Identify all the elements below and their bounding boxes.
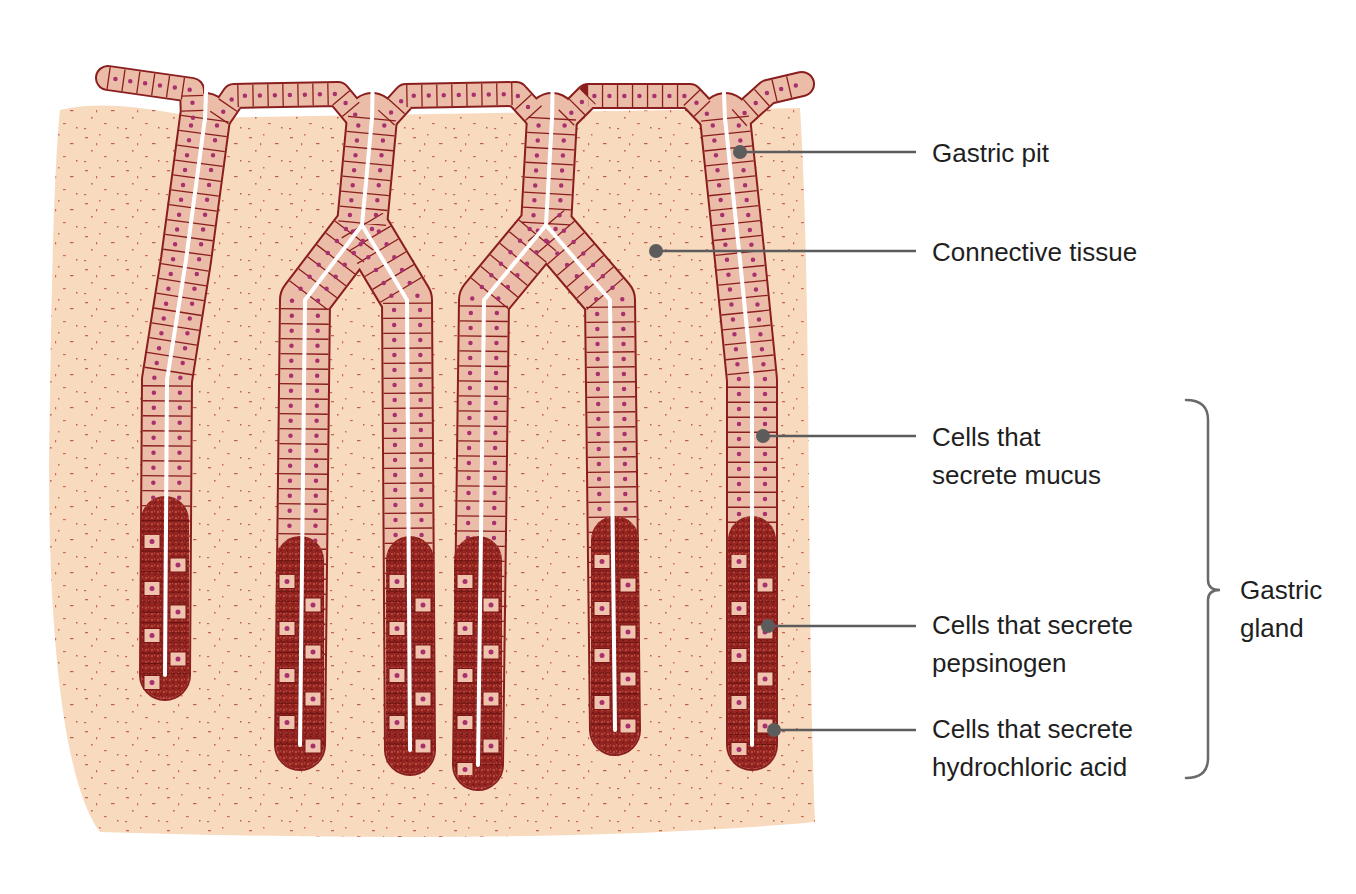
- parietal-cell-outline: [178, 535, 765, 775]
- leader-line: [774, 729, 916, 732]
- cell-nuclei: [152, 118, 739, 765]
- parietal-nuclei: [178, 535, 765, 775]
- leader-line: [763, 435, 916, 438]
- cell-nuclei: [108, 78, 802, 118]
- gland-lumen: [165, 118, 752, 765]
- bracket: [1186, 400, 1220, 778]
- parietal-cell: [178, 535, 765, 775]
- cell-boundaries: [108, 78, 802, 118]
- gland-wall-outline: [165, 118, 752, 765]
- pepsinogen-cell-label: Cells that secrete pepsinogen: [932, 606, 1172, 682]
- leader-dot: [649, 244, 663, 258]
- leader-dot: [767, 723, 781, 737]
- leader-dots: [649, 145, 781, 737]
- leader-dot: [761, 619, 775, 633]
- leader-lines: [656, 152, 916, 730]
- connective-speckle: [49, 105, 815, 836]
- leader-dot: [733, 145, 747, 159]
- gland-wall: [165, 118, 752, 765]
- parietal-cell-outline: [152, 535, 739, 775]
- gastric-gland-label: Gastric gland: [1240, 571, 1350, 647]
- parietal-nuclei: [152, 535, 739, 775]
- pit-opening: [205, 66, 725, 120]
- leader-line: [768, 625, 916, 628]
- connective-ground: [49, 105, 815, 836]
- acid-cell-label: Cells that secrete hydrochloric acid: [932, 710, 1172, 786]
- leader-line: [740, 151, 916, 154]
- cell-boundaries: [165, 118, 752, 765]
- connective-tissue-label: Connective tissue: [932, 233, 1252, 271]
- leader-line: [656, 250, 916, 253]
- mucus-cell-label: Cells that secrete mucus: [932, 418, 1118, 494]
- leader-dot: [756, 429, 770, 443]
- gastric-pit-label: Gastric pit: [932, 134, 1252, 172]
- parietal-cell: [152, 535, 739, 775]
